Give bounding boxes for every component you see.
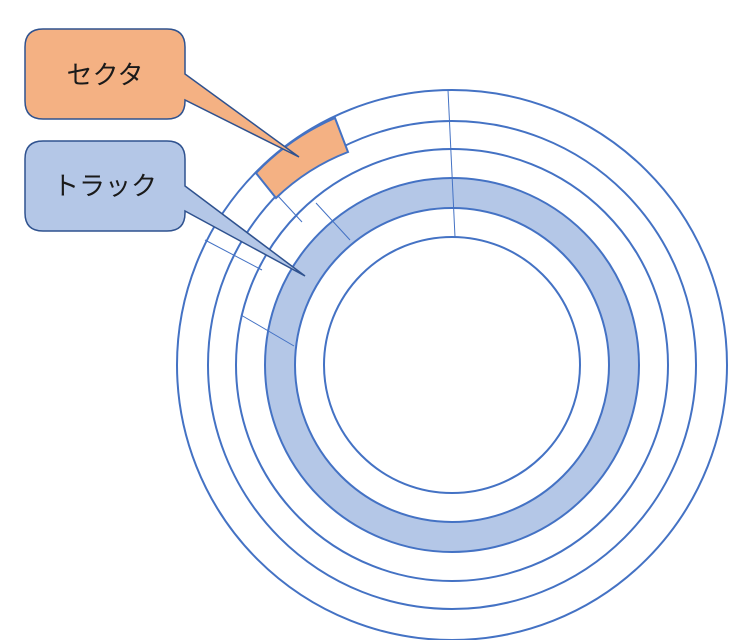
- track-callout: トラック: [24, 140, 306, 277]
- sector-divider-left-b: [240, 314, 295, 347]
- track-ring-2: [235, 148, 669, 582]
- sector-callout-bubble: [24, 28, 300, 158]
- track-callout-bubble: [24, 140, 306, 277]
- track-ring-1: [207, 120, 697, 610]
- sector-divider-left-a: [204, 239, 263, 271]
- highlighted-sector: [254, 116, 350, 200]
- sector-label: セクタ: [67, 61, 144, 91]
- sector-divider-upper-left-a: [277, 195, 303, 223]
- track-label: トラック: [53, 172, 157, 202]
- sector-callout: セクタ: [24, 28, 300, 158]
- inner-hub-ring: [323, 236, 581, 494]
- sector-divider-upper-left-b: [315, 202, 351, 241]
- sector-divider-top-vertical: [447, 89, 456, 238]
- highlighted-track-inner-edge: [294, 207, 610, 523]
